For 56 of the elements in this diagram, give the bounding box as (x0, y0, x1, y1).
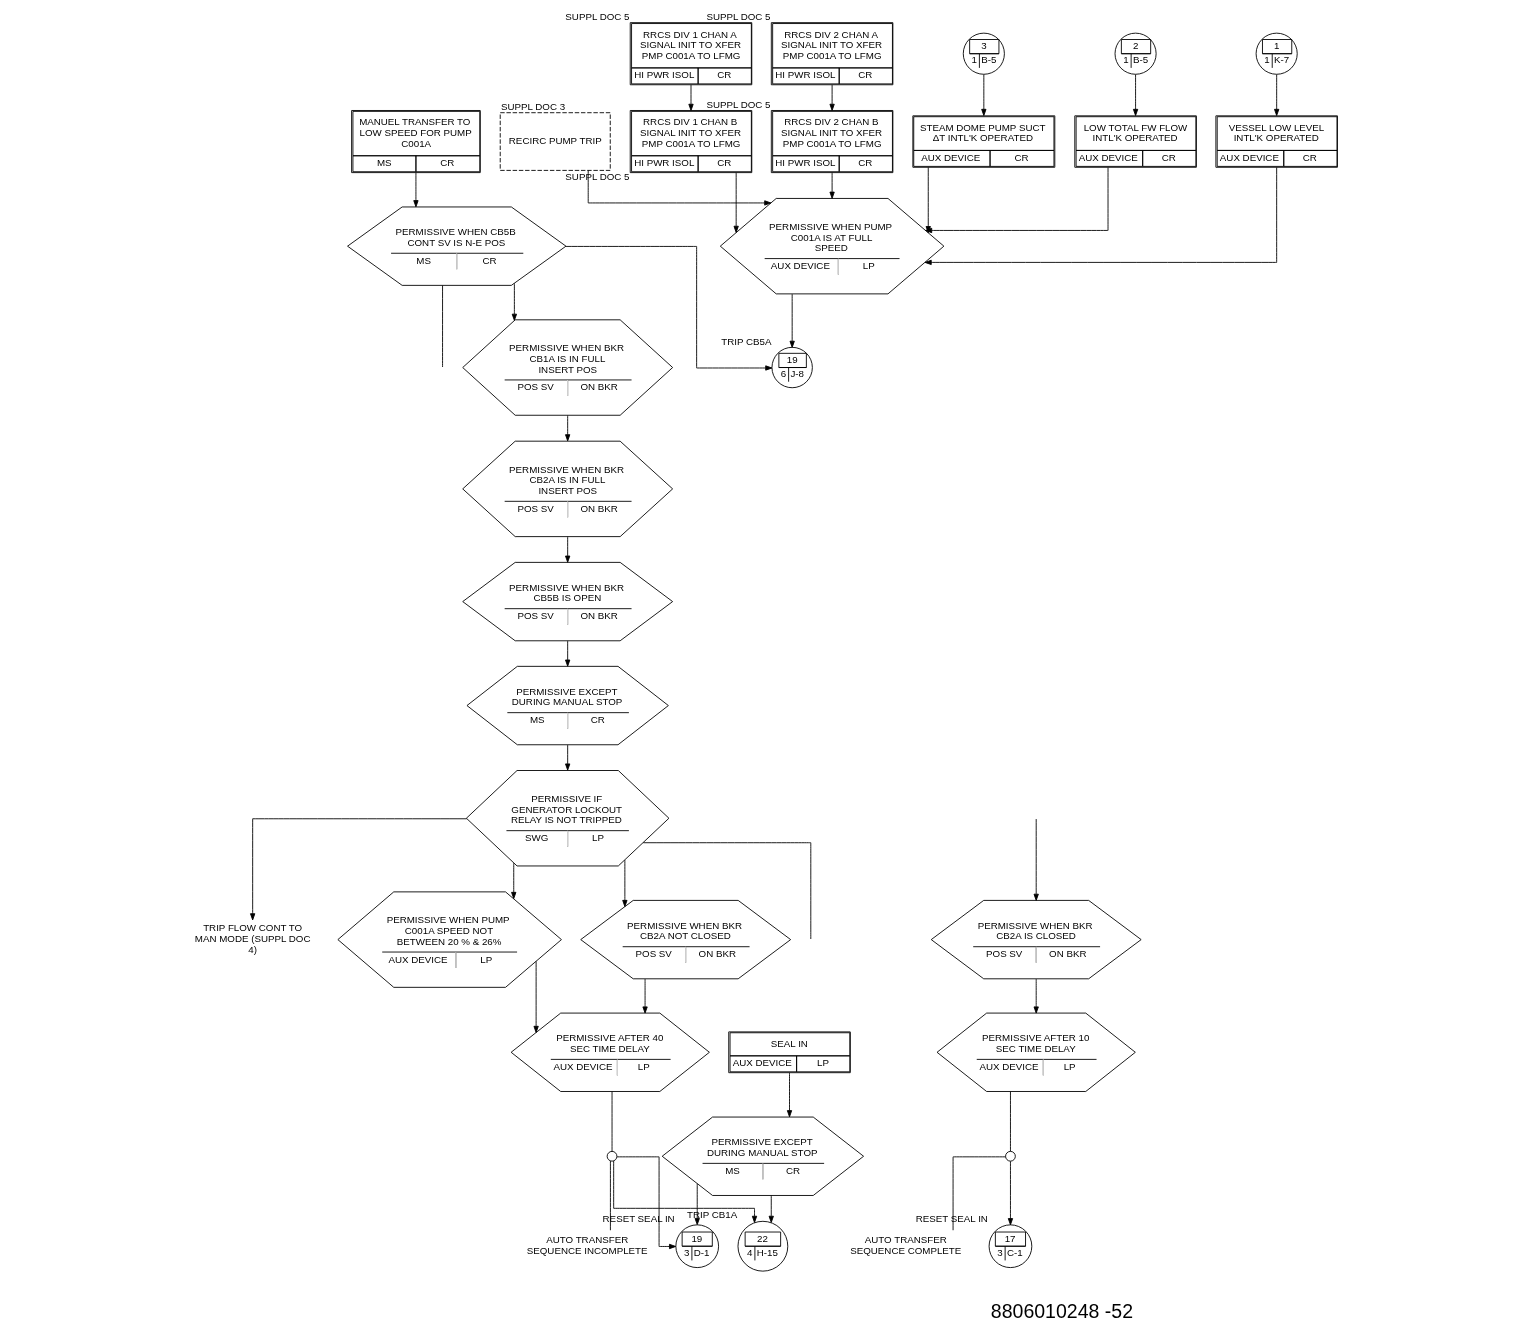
node-circle (606, 1150, 618, 1162)
node-label: TRIP CB5A (721, 335, 772, 347)
node-circle: 17 3 C-1 (988, 1224, 1033, 1269)
arrow (565, 245, 773, 371)
connector (609, 1160, 611, 1231)
node-label: RESET SEAL IN (915, 1213, 988, 1225)
connector (442, 285, 443, 368)
connector (1010, 1091, 1011, 1152)
arrow (829, 84, 835, 111)
arrow (250, 818, 468, 921)
connector (611, 1091, 613, 1152)
arrow (413, 172, 419, 208)
arrow (587, 170, 772, 206)
node-text: TRIP FLOW CONT TO MAN MODE (SUPPL DOC 4) (194, 922, 311, 955)
node-circle: 3 1 B-5 (962, 32, 1005, 75)
arrow (1033, 978, 1039, 1014)
connector (642, 842, 812, 940)
arrow (688, 84, 694, 111)
connector (952, 1156, 1006, 1231)
arrow (565, 536, 571, 563)
label: 8806010248 -52 (990, 1300, 1134, 1322)
node-circle (1005, 1150, 1016, 1162)
arrow (622, 859, 628, 907)
arrow (565, 640, 571, 667)
arrow (981, 74, 987, 116)
node-label: SUPPL DOC 5 (565, 10, 630, 22)
arrow (768, 1195, 774, 1223)
arrow (565, 415, 571, 442)
arrow (533, 960, 539, 1033)
arrow (789, 293, 795, 348)
arrow (565, 744, 571, 771)
node-label: SUPPL DOC 5 (565, 171, 630, 183)
node-circle: 2 1 B-5 (1114, 32, 1157, 75)
arrow (1007, 1160, 1014, 1226)
node-text: AUTO TRANSFER SEQUENCE COMPLETE (850, 1234, 962, 1257)
node-circle: 19 3 D-1 (675, 1224, 720, 1269)
node-circle: 22 4 H-15 (737, 1220, 789, 1272)
arrow (786, 1072, 793, 1118)
arrow (829, 172, 835, 199)
node-text: AUTO TRANSFER SEQUENCE INCOMPLETE (526, 1234, 648, 1257)
arrow (1132, 74, 1139, 116)
arrow (613, 1160, 758, 1223)
arrow (694, 1183, 700, 1226)
arrow (511, 862, 517, 899)
arrow (642, 978, 648, 1014)
node-circle: 19 6 J-8 (771, 346, 813, 389)
arrow (511, 282, 517, 321)
arrow (1274, 74, 1280, 116)
arrow (1033, 818, 1039, 901)
node-label: SUPPL DOC 5 (706, 98, 771, 110)
node-box: RECIRC PUMP TRIP (499, 112, 611, 171)
node-label: SUPPL DOC 5 (706, 10, 771, 22)
node-label: SUPPL DOC 3 (501, 100, 566, 112)
arrow (733, 172, 739, 233)
node-circle: 1 1 K-7 (1255, 32, 1298, 75)
arrow (616, 1156, 677, 1250)
